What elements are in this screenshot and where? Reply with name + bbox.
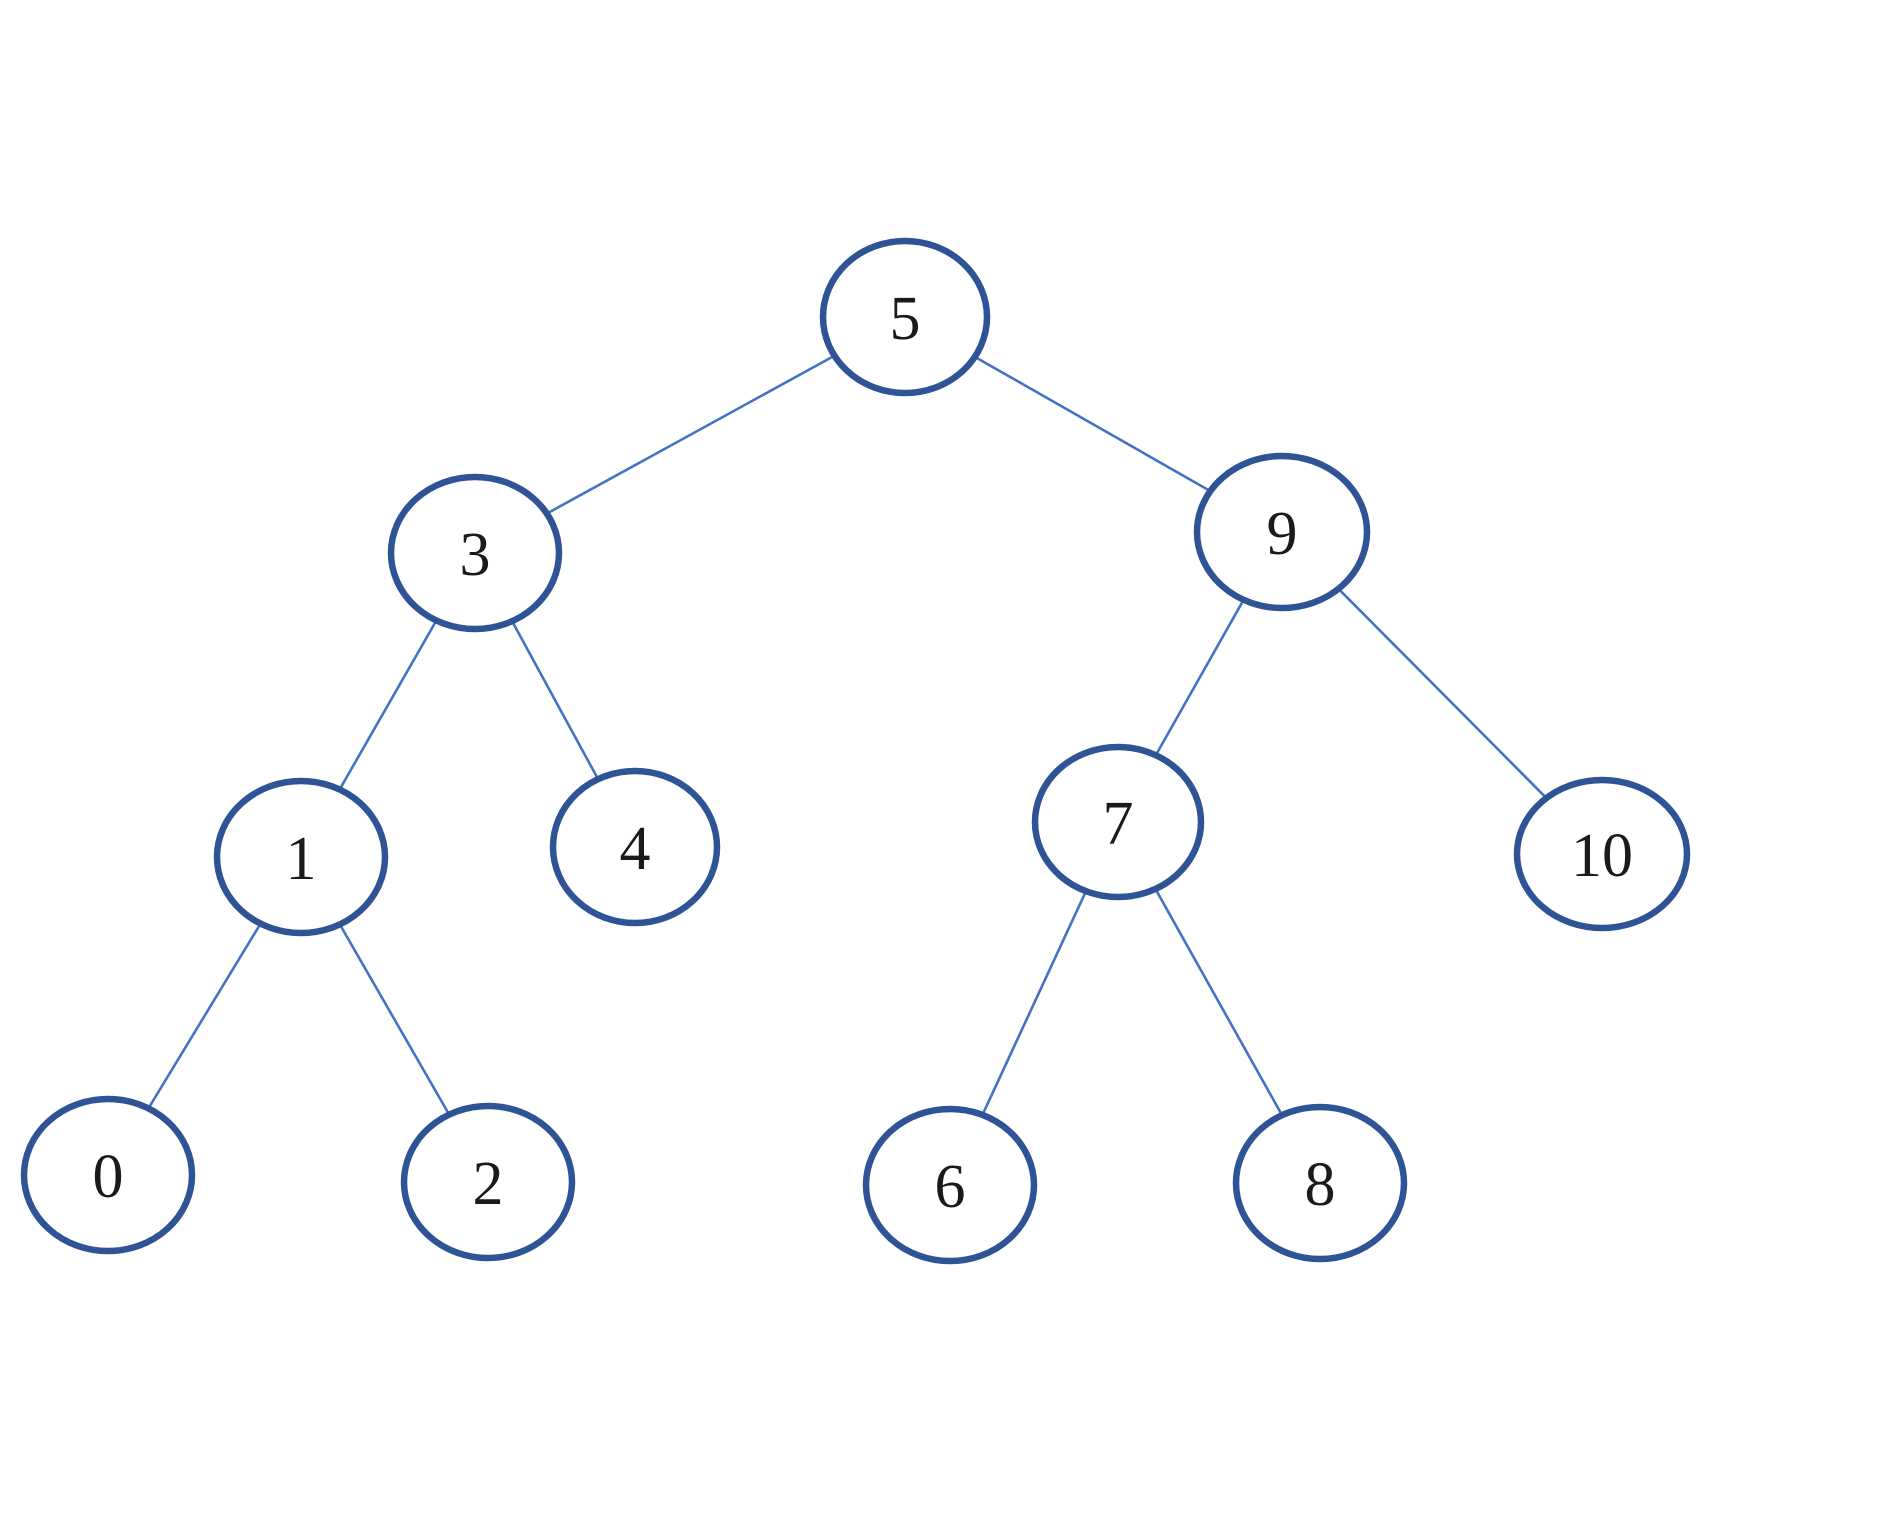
node-label-6: 6 bbox=[935, 1153, 966, 1221]
node-label-8: 8 bbox=[1305, 1151, 1336, 1219]
node-circle-5[interactable] bbox=[819, 237, 991, 397]
tree-node-2[interactable]: 2 bbox=[400, 1102, 576, 1262]
edge-layer bbox=[147, 354, 1548, 1117]
tree-node-1[interactable]: 1 bbox=[213, 777, 389, 937]
tree-edge-5-3 bbox=[545, 354, 836, 515]
node-layer: 5 3 9 1 4 7 10 0 2 6 8 bbox=[20, 237, 1691, 1265]
tree-edge-3-1 bbox=[338, 619, 438, 791]
node-label-2: 2 bbox=[473, 1150, 504, 1218]
node-circle-9[interactable] bbox=[1193, 452, 1371, 612]
node-circle-6[interactable] bbox=[862, 1105, 1038, 1265]
tree-node-8[interactable]: 8 bbox=[1232, 1103, 1408, 1263]
node-circle-10[interactable] bbox=[1513, 776, 1691, 932]
tree-edge-5-9 bbox=[973, 355, 1212, 493]
tree-node-9[interactable]: 9 bbox=[1193, 452, 1371, 612]
node-label-5: 5 bbox=[890, 285, 921, 353]
node-circle-4[interactable] bbox=[549, 767, 721, 927]
tree-edge-7-6 bbox=[981, 889, 1088, 1117]
tree-node-0[interactable]: 0 bbox=[20, 1095, 196, 1255]
node-label-1: 1 bbox=[286, 825, 317, 893]
tree-node-5[interactable]: 5 bbox=[819, 237, 991, 397]
node-label-7: 7 bbox=[1103, 790, 1134, 858]
node-circle-0[interactable] bbox=[20, 1095, 196, 1255]
tree-edge-9-7 bbox=[1154, 598, 1245, 757]
tree-node-10[interactable]: 10 bbox=[1513, 776, 1691, 932]
tree-edge-3-4 bbox=[510, 619, 600, 781]
tree-edge-9-10 bbox=[1337, 587, 1548, 800]
node-circle-7[interactable] bbox=[1031, 743, 1205, 901]
tree-edge-1-2 bbox=[338, 923, 451, 1116]
tree-node-6[interactable]: 6 bbox=[862, 1105, 1038, 1265]
node-label-10: 10 bbox=[1571, 822, 1633, 890]
node-circle-1[interactable] bbox=[213, 777, 389, 937]
node-label-9: 9 bbox=[1267, 500, 1298, 568]
tree-node-3[interactable]: 3 bbox=[387, 473, 563, 633]
node-label-3: 3 bbox=[460, 521, 491, 589]
tree-edge-7-8 bbox=[1154, 887, 1284, 1117]
node-circle-8[interactable] bbox=[1232, 1103, 1408, 1263]
tree-node-7[interactable]: 7 bbox=[1031, 743, 1205, 901]
tree-node-4[interactable]: 4 bbox=[549, 767, 721, 927]
node-circle-3[interactable] bbox=[387, 473, 563, 633]
node-label-4: 4 bbox=[620, 815, 651, 883]
node-label-0: 0 bbox=[93, 1143, 124, 1211]
tree-edge-1-0 bbox=[147, 922, 262, 1110]
node-circle-2[interactable] bbox=[400, 1102, 576, 1262]
